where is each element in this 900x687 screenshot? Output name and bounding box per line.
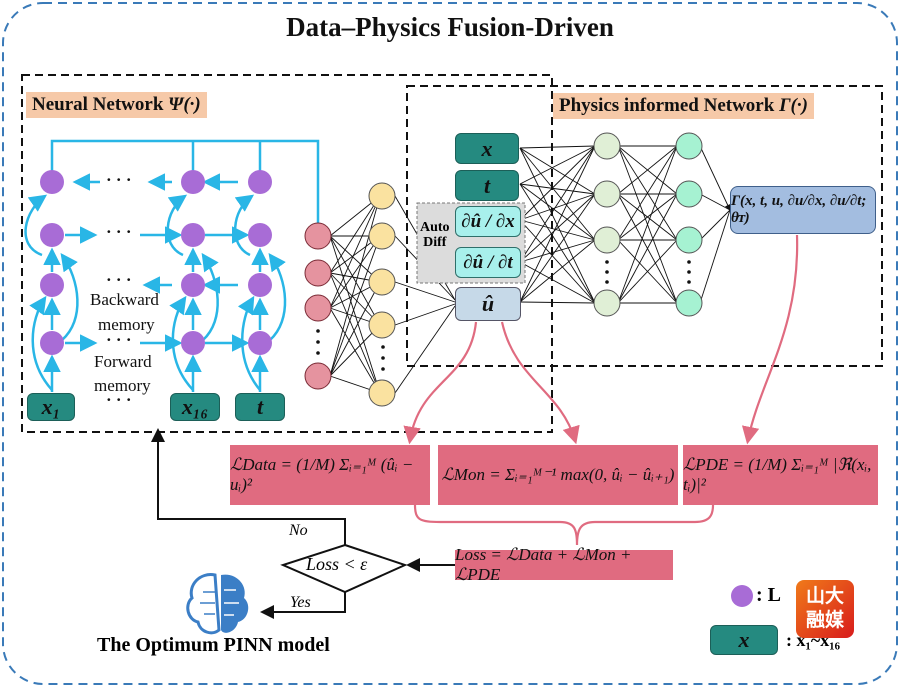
lstm-node [40, 170, 64, 194]
lstm-node [40, 223, 64, 247]
lstm-node [248, 223, 272, 247]
neuron [368, 379, 396, 407]
backward-memory-label: memory [98, 315, 155, 334]
physics-input-x: x [455, 133, 519, 164]
input-x1: x₁ [27, 393, 75, 421]
dense-connections [329, 145, 731, 394]
neuron [675, 226, 703, 254]
page-title: Data–Physics Fusion-Driven [286, 12, 614, 42]
neuron [675, 132, 703, 160]
physics-layer-2 [675, 132, 703, 317]
legend-lstm-icon [731, 585, 753, 607]
neuron [593, 226, 621, 254]
hidden-layer-yellow [368, 182, 396, 407]
neuron [304, 222, 332, 250]
loss-data-box: ℒData = (1/M) Σᵢ₌₁ᴹ (ûᵢ − uᵢ)² [230, 445, 430, 505]
brain-icon [186, 573, 249, 635]
neuron [304, 362, 332, 390]
lstm-node [40, 273, 64, 297]
neuron [368, 222, 396, 250]
decision-condition: Loss < ε [306, 554, 368, 574]
neural-network-frame [21, 74, 553, 433]
forward-memory-label: memory [94, 376, 151, 395]
neuron [675, 180, 703, 208]
loss-mon-box: ℒMon = Σᵢ₌₁ᴹ⁻¹ max(0, ûᵢ − ûᵢ₊₁) [438, 445, 678, 505]
derivative-dt-box: ∂û / ∂t [455, 247, 521, 278]
neuron [593, 289, 621, 317]
neuron [304, 259, 332, 287]
input-t: t [235, 393, 285, 421]
hidden-layer-pink [304, 222, 332, 390]
watermark-logo: 山大 融媒 [796, 580, 854, 638]
forward-label: Forward [94, 352, 152, 371]
physics-network-label: Physics informed Network [559, 95, 775, 116]
ellipsis-row-3: · · · [106, 270, 132, 289]
physics-network-tag: Physics informed Network Γ(·) [553, 93, 814, 119]
lstm-connections [24, 139, 320, 392]
legend-lstm-label: : L [756, 584, 781, 606]
lstm-node [40, 331, 64, 355]
physics-layer-1 [593, 132, 621, 317]
decision-diamond [280, 543, 408, 594]
lstm-node [181, 170, 205, 194]
ellipsis-row-1: · · · [106, 170, 132, 189]
lstm-nodes [40, 170, 272, 355]
physics-network-frame [406, 85, 883, 367]
derivative-dx-box: ∂û / ∂x [455, 206, 521, 237]
loss-pde-box: ℒPDE = (1/M) Σᵢ₌₁ᴹ |ℜ(xᵢ, tᵢ)|² [683, 445, 878, 505]
ellipsis-row-4: · · · [106, 330, 132, 349]
physics-network-symbol: Γ(·) [779, 95, 808, 116]
neuron [675, 289, 703, 317]
lstm-node [248, 273, 272, 297]
neural-network-label: Neural Network [32, 94, 164, 115]
loss-total-box: Loss = ℒData + ℒMon + ℒPDE [455, 545, 673, 584]
lstm-node [181, 273, 205, 297]
neuron [593, 180, 621, 208]
physics-input-t: t [455, 170, 519, 201]
input-x16: x₁₆ [170, 393, 220, 421]
flow-lines [151, 428, 455, 619]
lstm-node [248, 170, 272, 194]
neuron [368, 311, 396, 339]
loss-arrows [403, 234, 799, 546]
neuron [304, 294, 332, 322]
neuron [368, 182, 396, 210]
decision-yes-label: Yes [290, 594, 311, 611]
neural-network-symbol: Ψ(·) [168, 94, 201, 115]
gamma-function-box: Γ(x, t, u, ∂u/∂x, ∂u/∂t; θᴛ) [730, 186, 876, 234]
lstm-node [181, 223, 205, 247]
legend-input-box: x [710, 625, 778, 655]
result-label: The Optimum PINN model [97, 634, 330, 656]
u-hat-output-box: û [455, 287, 521, 321]
backward-label: Backward [90, 290, 159, 309]
ellipsis-inputs: · · · [106, 390, 132, 409]
autodiff-label: Auto Diff [420, 220, 450, 250]
lstm-node [248, 331, 272, 355]
neuron [368, 268, 396, 296]
lstm-node [181, 331, 205, 355]
neural-network-tag: Neural Network Ψ(·) [26, 92, 207, 118]
decision-no-label: No [289, 522, 308, 539]
ellipsis-row-2: · · · [106, 222, 132, 241]
neuron [593, 132, 621, 160]
